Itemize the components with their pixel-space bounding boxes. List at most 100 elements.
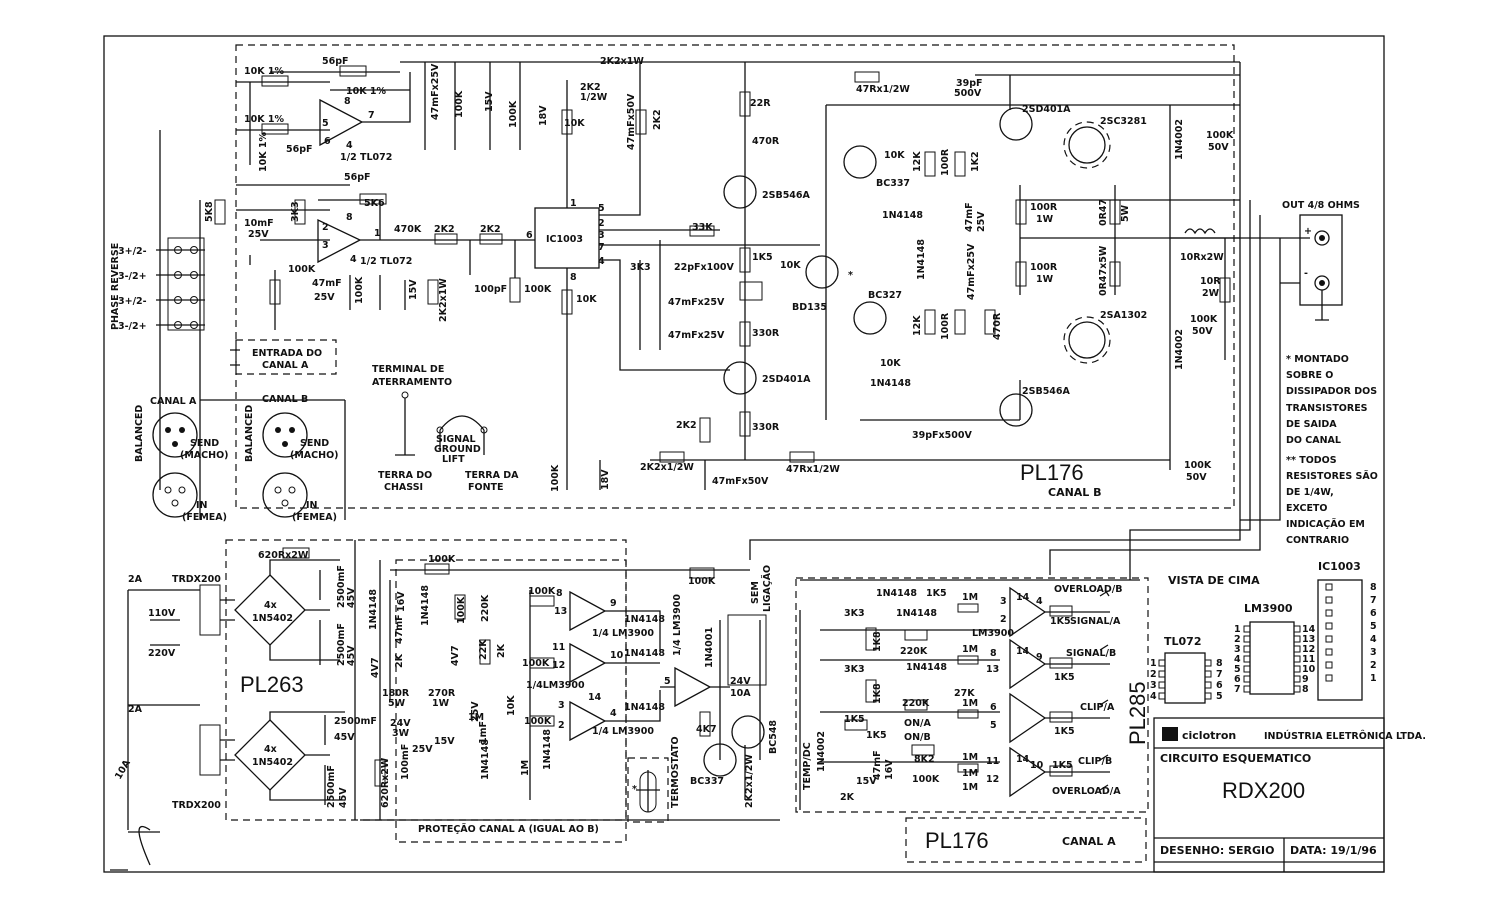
board-label-pl263: PL263	[240, 672, 304, 697]
c-2500mf-d-voltage: 45V	[338, 787, 349, 808]
q-2sd401a-driver-label: 2SD401A	[762, 374, 811, 385]
lm3900-pin-pad	[1243, 625, 1251, 633]
ic1003-pin-pad	[1325, 583, 1333, 591]
q-bd135-label: BD135	[792, 302, 827, 313]
voltage-220v: 220V	[148, 648, 176, 659]
pinout-lm3900-title: LM3900	[1244, 602, 1293, 615]
lm3900-pin-number: 5	[1234, 664, 1241, 675]
c-47mfx25v-out: 47mFx25V	[966, 243, 977, 300]
prot-d-1n4148-a: 1N4148	[368, 589, 379, 630]
pin-1b: 1	[374, 228, 381, 239]
ciclotron-logo-mark	[1162, 727, 1178, 741]
pl285-r-3k3-a: 3K3	[844, 608, 865, 619]
prot-lm3900-d-label: 1/4 LM3900	[592, 726, 654, 737]
canal-b-label: CANAL B	[1048, 486, 1102, 499]
in-label-a: IN	[196, 500, 208, 511]
tl072-pin-pad	[1204, 692, 1212, 700]
lm3900-pin-number: 13	[1302, 634, 1315, 645]
balanced-label-b: BALANCED	[244, 405, 255, 462]
c-2500mf-c: 2500mF	[334, 716, 377, 727]
r-620rx2w: 620Rx2W	[258, 550, 309, 561]
pin-5: 5	[322, 118, 329, 129]
lm3900-pin-number: 1	[1234, 624, 1241, 635]
pl285-d-1n4148-a: 1N4148	[876, 588, 917, 599]
tl072-pin-pad	[1158, 659, 1166, 667]
prot-r-180r: 180R	[382, 688, 410, 699]
pl285-r-1m-f: 1M	[962, 782, 978, 793]
lm3900-pin-pad	[1293, 665, 1301, 673]
pl285-r-1k5-b: 1K5	[844, 714, 865, 725]
signal-b-label: SIGNAL/B	[1066, 648, 1116, 659]
r-1k5-driver: 1K5	[752, 252, 773, 263]
c-39pf: 39pF	[956, 78, 983, 89]
r-330r-b: 330R	[752, 422, 780, 433]
ic-pin-2: 2	[598, 218, 605, 229]
prot-pin-4: 4	[610, 708, 617, 719]
c-2500mf-c-voltage: 45V	[334, 732, 355, 743]
doc-type: CIRCUITO ESQUEMATICO	[1160, 752, 1311, 765]
balanced-label-a: BALANCED	[134, 405, 145, 462]
ic-pin-3: 3	[598, 230, 605, 241]
board-label-pl176-b: PL176	[1020, 460, 1084, 485]
ground-aterramento-label: ATERRAMENTO	[372, 377, 452, 388]
l-10rx2w: 10Rx2W	[1180, 252, 1224, 263]
r-10r: 10R	[1200, 276, 1221, 287]
pin-4: 4	[346, 140, 353, 151]
lm3900-pin-pad	[1293, 625, 1301, 633]
c-2500mf-b: 2500mF	[336, 623, 347, 666]
transistor-bd135	[805, 255, 839, 289]
transistor-bc337-out	[843, 145, 877, 179]
pl285-r-1k8-b: 1K8	[872, 683, 883, 704]
voltage-110v: 110V	[148, 608, 176, 619]
on-b-label: ON/B	[904, 732, 931, 743]
r-470r-driver: 470R	[752, 136, 780, 147]
r-10k-2: 10K 1%	[244, 114, 284, 125]
r-100r-out: 100R	[940, 148, 951, 176]
tl072-pin-number: 7	[1216, 669, 1223, 680]
r-2k2x1w-top: 2K2x1W	[600, 56, 644, 67]
note-line-1: * MONTADO	[1286, 354, 1349, 365]
tl072-pin-number: 1	[1150, 658, 1157, 669]
protection-label: PROTEÇÃO CANAL A (IGUAL AO B)	[418, 824, 599, 835]
opamp-pl285-d	[1009, 746, 1047, 798]
r-100r-1w-a: 100R	[1030, 202, 1058, 213]
lm3900-pin-pad	[1293, 635, 1301, 643]
prot-c-100mf-voltage: 25V	[412, 744, 433, 755]
pl285-r-8k2: 8K2	[914, 754, 935, 765]
c-100k-50v-b: 100K	[1190, 314, 1218, 325]
ground-label: GROUND	[434, 444, 481, 455]
opamp-tl072-b	[317, 218, 362, 264]
transistor-2sb546a-driver	[723, 175, 757, 209]
c-100pf: 100pF	[474, 284, 507, 295]
phase-reverse-switch[interactable]	[167, 237, 205, 331]
d-1n4148-out-b: 1N4148	[916, 239, 927, 280]
pl285-r-220k-a: 220K	[900, 646, 928, 657]
prot-r-2k2x1-2w: 2K2x1/2W	[744, 754, 755, 808]
tl072-b-label: 1/2 TL072	[360, 256, 412, 267]
r-2k2-c-driver: 2K2	[676, 420, 697, 431]
board-pl285-outline	[795, 577, 1149, 813]
r-22r: 22R	[750, 98, 771, 109]
pin-7: 7	[368, 110, 375, 121]
ic1003-pin-number: 5	[1370, 621, 1377, 632]
pl285-pin-5: 5	[990, 720, 997, 731]
q-2sc3281-label: 2SC3281	[1100, 116, 1147, 127]
prot-pin-3: 3	[558, 700, 565, 711]
q-2sb546a-out-label: 2SB546A	[1022, 386, 1071, 397]
d-1n4148-out: 1N4148	[882, 210, 923, 221]
ic1003-pin-number: 7	[1370, 595, 1377, 606]
tl072-pin-pad	[1158, 670, 1166, 678]
pin-3b: 3	[322, 240, 329, 251]
lm3900-pin-number: 7	[1234, 684, 1241, 695]
transformer-2	[199, 724, 221, 776]
sem-label: SEM	[750, 581, 761, 604]
send-label-a: SEND	[190, 438, 219, 449]
r-10k-c-driver: 10K	[780, 260, 801, 271]
note-line-7: ** TODOS	[1286, 455, 1337, 466]
q-bc327-label: BC327	[868, 290, 902, 301]
d-1n4002-a: 1N4002	[1174, 119, 1185, 160]
ligacao-label: LIGAÇÃO	[762, 565, 773, 612]
prot-r-270r-wattage: 1W	[432, 698, 450, 709]
